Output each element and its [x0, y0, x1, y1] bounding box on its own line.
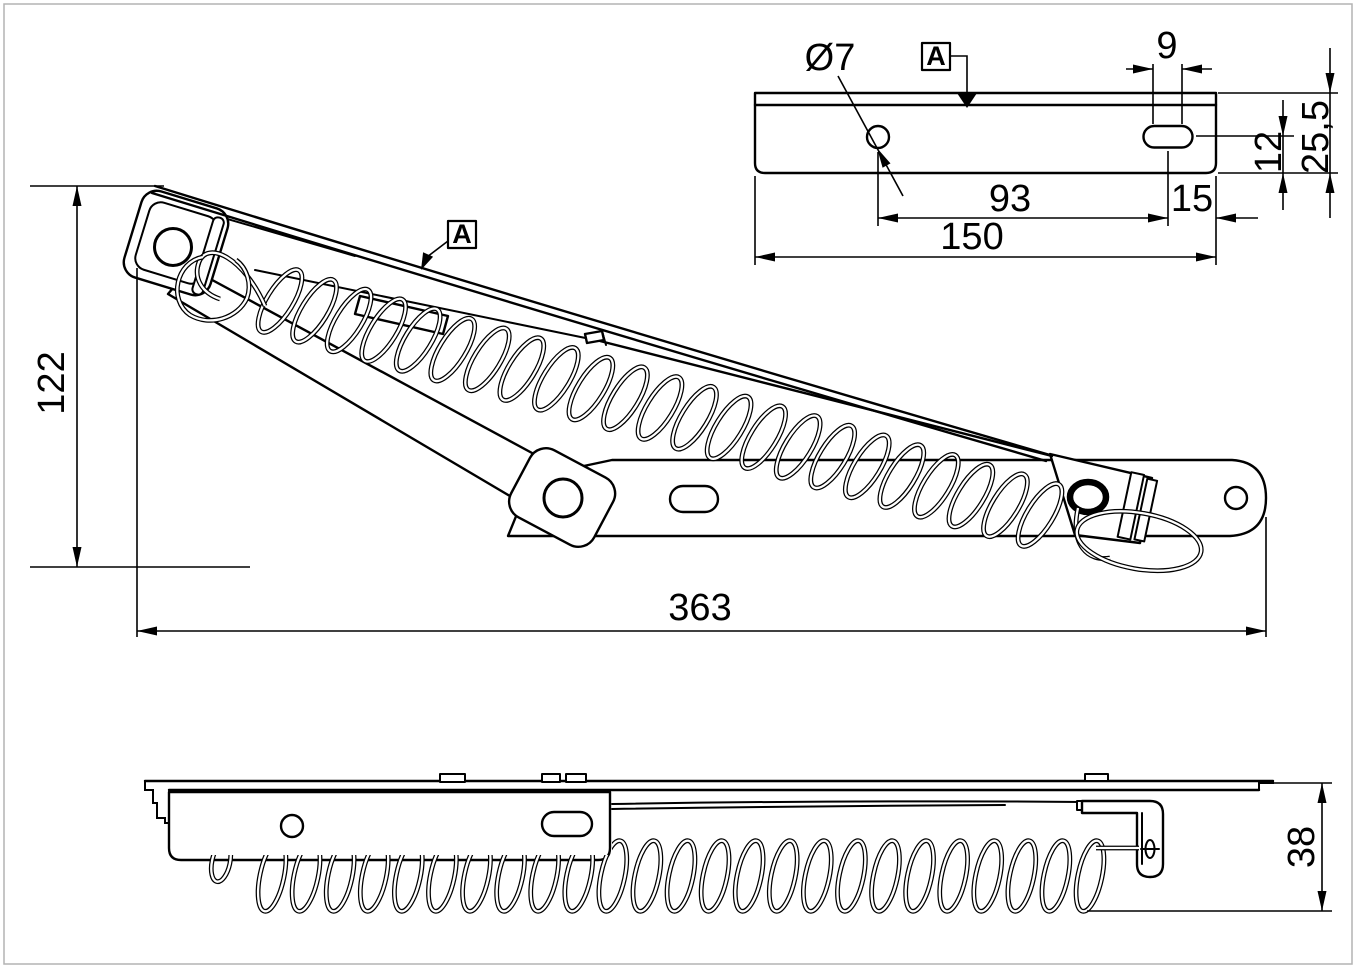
plate-outline [753, 91, 1218, 175]
dimension-hole-to-slot: 93 15 [877, 151, 1258, 265]
datum-flag-side: A [421, 219, 478, 270]
datum-triangle-icon [421, 252, 434, 270]
bar-tab-2 [541, 773, 561, 783]
upper-plate-edge-inner [150, 191, 1048, 463]
bar-end-step [1258, 780, 1274, 791]
dim-text-overall-length: 363 [668, 587, 731, 629]
dimension-open-height: 122 [30, 185, 250, 568]
bar-tab-4 [1084, 773, 1109, 782]
support-strut [166, 266, 547, 504]
dim-text-hole-diameter: Ø7 [805, 37, 856, 79]
side-view-open-mechanism: A 122 363 [30, 184, 1268, 637]
dim-text-slot-center-offset: 12 [1248, 131, 1290, 173]
folded-plate-hole [279, 813, 305, 839]
spring-arm-edge-back [254, 269, 601, 342]
folded-arm-edge-2 [611, 804, 1006, 810]
base-arm-slot [668, 484, 720, 514]
folded-plate [167, 790, 612, 862]
dim-text-plate-length: 150 [940, 216, 1003, 258]
datum-label: A [452, 219, 472, 249]
plate-round-hole [865, 124, 891, 150]
datum-flag-top: A [920, 41, 977, 108]
dimension-slot-length: 9 [1126, 25, 1212, 124]
spring-arm-edge-front [598, 339, 1054, 458]
dim-text-hole-to-slot: 93 [989, 178, 1031, 220]
top-view-mounting-plate: A Ø7 9 25,5 [753, 25, 1338, 265]
arm-end-flange [1116, 471, 1159, 543]
bar-tab-3 [565, 773, 587, 783]
lid-bracket-hole [153, 227, 193, 267]
dimension-overall-length: 363 [136, 268, 1267, 637]
coil-spring-open [255, 267, 1065, 549]
dim-text-folded-height: 38 [1281, 826, 1323, 868]
bar-left-steps [144, 780, 170, 824]
dimension-plate-height: 25,5 [1218, 48, 1338, 218]
folded-arm-edge-1 [611, 800, 1083, 805]
folded-view-mechanism: 38 [143, 773, 1332, 914]
upper-plate-edge-outer [153, 184, 1052, 457]
dimension-hole-diameter: Ø7 [805, 37, 904, 197]
folded-plate-slot [540, 810, 594, 838]
base-arm-hole [1223, 485, 1249, 511]
dim-text-open-height: 122 [31, 351, 73, 414]
spring-end-eye [1066, 478, 1110, 516]
dimension-folded-height: 38 [1087, 782, 1332, 912]
d-ring-right [1075, 510, 1203, 572]
latch-plate [353, 294, 450, 336]
dim-text-slot-length: 9 [1156, 25, 1177, 67]
upper-plate-end-tab [583, 329, 606, 345]
dimension-plate-length: 150 [754, 176, 1216, 265]
bar-tab-1 [439, 773, 466, 783]
dim-text-slot-to-edge: 15 [1171, 178, 1213, 220]
dim-text-plate-height: 25,5 [1295, 100, 1337, 174]
datum-triangle-icon [957, 93, 977, 108]
plate-slot [1142, 124, 1194, 149]
strut-pivot-hole [542, 477, 584, 519]
dimension-slot-center-offset: 12 [1196, 100, 1294, 210]
datum-label: A [926, 41, 946, 71]
page-border [3, 3, 1353, 965]
spring-hooks-left [174, 250, 268, 323]
